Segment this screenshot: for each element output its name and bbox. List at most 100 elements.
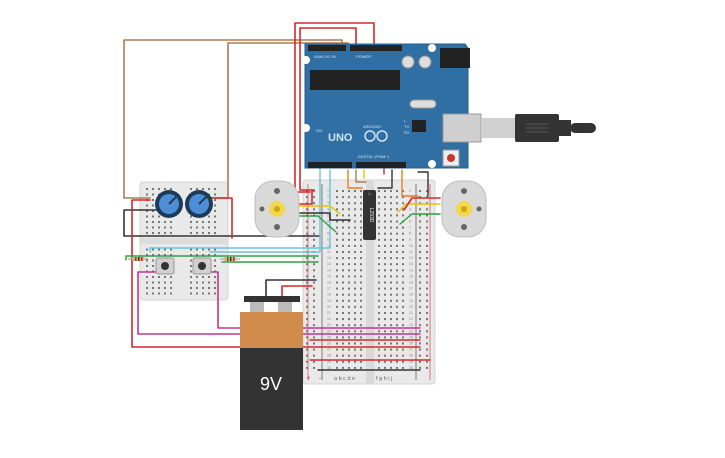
breadboard-hole[interactable] [170,226,172,229]
usb-cable-icon[interactable] [481,114,596,142]
breadboard-hole[interactable] [336,263,338,266]
breadboard-hole[interactable] [313,238,315,241]
breadboard-hole[interactable] [208,254,210,256]
breadboard-hole[interactable] [396,220,398,223]
breadboard-hole[interactable] [342,232,344,235]
breadboard-hole[interactable] [336,202,338,205]
breadboard-hole[interactable] [360,318,362,321]
wire-red-motor-right[interactable] [403,197,441,211]
breadboard-hole[interactable] [342,360,344,363]
breadboard-hole[interactable] [419,342,421,345]
breadboard-hole[interactable] [390,348,392,351]
breadboard-hole[interactable] [306,196,308,199]
breadboard-hole[interactable] [396,214,398,217]
breadboard-hole[interactable] [354,299,356,302]
breadboard-hole[interactable] [396,208,398,211]
breadboard-hole[interactable] [348,360,350,363]
breadboard-hole[interactable] [360,220,362,223]
breadboard-hole[interactable] [306,312,308,314]
breadboard-hole[interactable] [378,257,380,260]
breadboard-hole[interactable] [360,366,362,369]
breadboard-hole[interactable] [146,221,148,223]
breadboard-hole[interactable] [419,293,421,296]
breadboard-hole[interactable] [348,299,350,302]
breadboard-hole[interactable] [396,360,398,363]
breadboard-hole[interactable] [360,287,362,290]
breadboard-hole[interactable] [348,330,350,333]
breadboard-hole[interactable] [170,221,172,223]
breadboard-hole[interactable] [419,299,421,302]
breadboard-hole[interactable] [360,360,362,363]
breadboard-hole[interactable] [348,214,350,217]
breadboard-hole[interactable] [313,269,315,272]
breadboard-hole[interactable] [214,292,216,295]
dc-motor-icon[interactable] [441,180,487,238]
breadboard-hole[interactable] [306,257,308,260]
breadboard-hole[interactable] [342,190,344,192]
usb-port[interactable] [442,113,482,143]
breadboard-hole[interactable] [378,220,380,223]
breadboard-hole[interactable] [354,366,356,369]
breadboard-hole[interactable] [426,226,428,229]
breadboard-hole[interactable] [196,276,198,278]
breadboard-hole[interactable] [354,196,356,199]
breadboard-hole[interactable] [419,196,421,199]
breadboard-hole[interactable] [360,214,362,217]
breadboard-hole[interactable] [419,287,421,290]
wire-orange-2[interactable] [401,169,419,197]
breadboard-hole[interactable] [384,244,386,247]
breadboard-hole[interactable] [390,269,392,272]
breadboard-hole[interactable] [419,190,421,192]
breadboard-hole[interactable] [306,269,308,272]
breadboard-hole[interactable] [378,251,380,253]
breadboard-hole[interactable] [396,318,398,321]
breadboard-hole[interactable] [360,244,362,247]
breadboard-hole[interactable] [426,299,428,302]
breadboard-hole[interactable] [348,354,350,357]
breadboard-hole[interactable] [208,226,210,229]
breadboard-hole[interactable] [402,318,404,321]
breadboard-hole[interactable] [214,265,216,267]
breadboard-hole[interactable] [202,254,204,256]
breadboard-hole[interactable] [426,281,428,284]
breadboard-hole[interactable] [378,214,380,217]
breadboard-hole[interactable] [419,269,421,272]
breadboard-hole[interactable] [164,281,166,284]
breadboard-hole[interactable] [384,251,386,253]
breadboard-hole[interactable] [158,232,160,234]
breadboard-hole[interactable] [152,281,154,284]
breadboard-hole[interactable] [164,292,166,295]
breadboard-hole[interactable] [164,226,166,229]
breadboard-hole[interactable] [426,324,428,327]
breadboard-hole[interactable] [214,276,216,278]
breadboard-hole[interactable] [348,269,350,272]
breadboard-hole[interactable] [384,269,386,272]
breadboard-hole[interactable] [190,287,192,289]
breadboard-hole[interactable] [419,238,421,241]
breadboard-hole[interactable] [164,287,166,289]
breadboard-hole[interactable] [396,366,398,369]
breadboard-hole[interactable] [384,342,386,345]
breadboard-hole[interactable] [419,354,421,357]
breadboard-hole[interactable] [152,188,154,190]
breadboard-hole[interactable] [402,305,404,308]
breadboard-hole[interactable] [426,238,428,241]
breadboard-hole[interactable] [426,214,428,217]
breadboard-hole[interactable] [342,305,344,308]
breadboard-hole[interactable] [378,238,380,241]
breadboard-hole[interactable] [336,293,338,296]
breadboard-hole[interactable] [336,190,338,192]
breadboard-hole[interactable] [390,196,392,199]
breadboard-hole[interactable] [348,226,350,229]
breadboard-hole[interactable] [390,299,392,302]
breadboard-hole[interactable] [348,232,350,235]
breadboard-hole[interactable] [342,318,344,321]
breadboard-hole[interactable] [190,270,192,273]
breadboard-hole[interactable] [390,336,392,339]
breadboard-hole[interactable] [354,305,356,308]
breadboard-hole[interactable] [336,342,338,345]
breadboard-hole[interactable] [390,342,392,345]
breadboard-hole[interactable] [396,336,398,339]
breadboard-hole[interactable] [390,214,392,217]
breadboard-hole[interactable] [402,226,404,229]
